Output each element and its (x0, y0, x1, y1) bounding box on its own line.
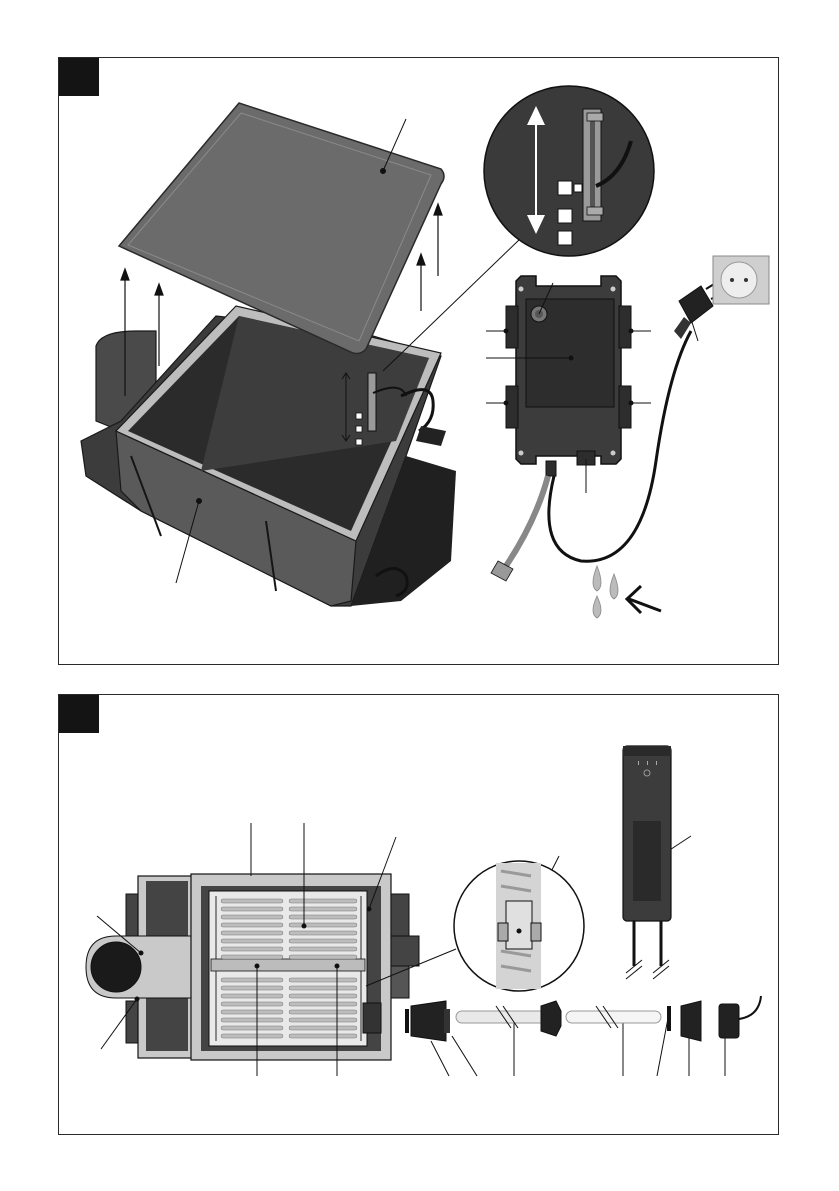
sieve-slot (221, 931, 283, 935)
sieve-slot (289, 899, 357, 903)
sieve-slot (221, 923, 283, 927)
uvc-lamp-assembly (405, 996, 761, 1041)
sieve-slot (289, 939, 357, 943)
sieve-slot (221, 947, 283, 951)
figure-1-illustration (59, 58, 780, 666)
sieve-slot (221, 899, 283, 903)
sieve-slot (289, 1018, 357, 1022)
ballast-unit (623, 746, 671, 979)
sieve-slot (289, 1026, 357, 1030)
sieve-slot (221, 915, 283, 919)
sieve-slot (289, 1034, 357, 1038)
sieve-slot (289, 978, 357, 982)
sieve-slot (221, 986, 283, 990)
figure-2-panel (58, 694, 779, 1135)
sieve-slot (221, 1010, 283, 1014)
control-unit (491, 276, 691, 581)
sieve-slot (289, 915, 357, 919)
sieve-slot (289, 955, 357, 959)
sieve-slot (289, 923, 357, 927)
sieve-slot (221, 994, 283, 998)
figure-2-illustration (59, 695, 780, 1136)
filter-lid (119, 103, 444, 354)
sieve-slot (221, 1018, 283, 1022)
sieve-slot (289, 1010, 357, 1014)
sieve-slot (221, 1034, 283, 1038)
sieve-slot (221, 907, 283, 911)
figure-1-panel (58, 57, 779, 665)
sensor-detail (454, 861, 584, 991)
sieve-slot (289, 1002, 357, 1006)
sieve-slot (289, 986, 357, 990)
sieve-slot (221, 1002, 283, 1006)
sieve-slot (221, 939, 283, 943)
sieve-slot (289, 947, 357, 951)
sieve-slot (289, 907, 357, 911)
sieve-slot (221, 1026, 283, 1030)
drop-icon (593, 566, 618, 618)
socket-icon (713, 256, 769, 304)
sieve-slot (289, 931, 357, 935)
sieve-slot (221, 978, 283, 982)
control-unit-detail (484, 86, 654, 256)
sieve-slot (289, 994, 357, 998)
sieve-slot (221, 955, 283, 959)
filter-box (81, 306, 456, 606)
arrow-icon (627, 586, 661, 613)
